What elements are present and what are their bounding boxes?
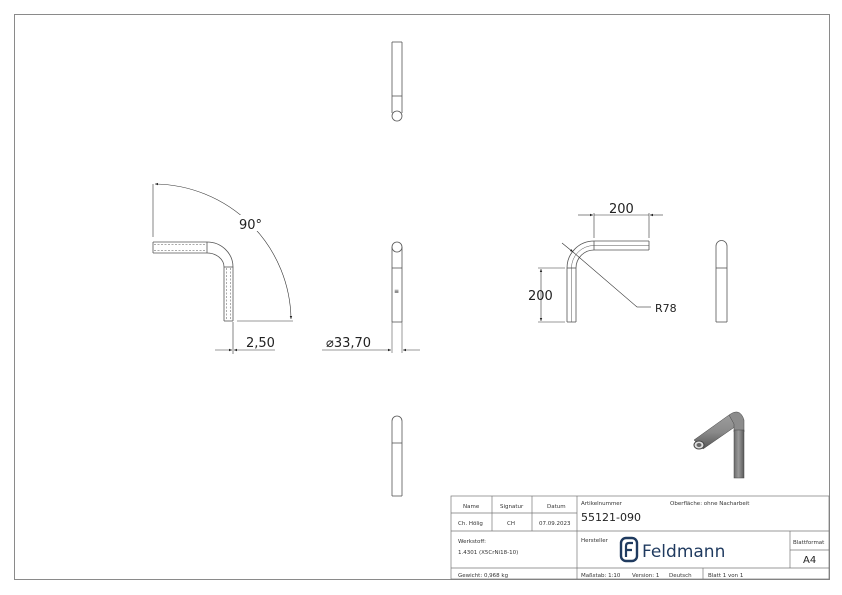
front-view-left	[152, 241, 234, 322]
diameter-label: ⌀33,70	[326, 336, 371, 351]
horizontal-length-label: 200	[609, 202, 634, 217]
signature-value: CH	[507, 521, 515, 527]
weight-text: Gewicht: 0,968 kg	[458, 573, 508, 579]
name-header: Name	[463, 504, 480, 510]
sheet-count-text: Blatt 1 von 1	[708, 573, 743, 579]
wall-thickness-dimension	[215, 322, 275, 354]
front-view-right	[566, 240, 650, 323]
side-view-right	[715, 240, 728, 323]
isometric-view	[693, 411, 745, 479]
date-header: Datum	[547, 504, 566, 510]
sheet-format-label: Blattformat	[793, 540, 825, 546]
wall-thickness-label: 2,50	[246, 336, 275, 351]
language-text: Deutsch	[669, 573, 692, 579]
bottom-view	[391, 415, 403, 497]
sheet-border	[14, 14, 830, 580]
name-value: Ch. Hölig	[458, 521, 483, 527]
title-block	[450, 495, 830, 580]
date-value: 07.09.2023	[539, 521, 571, 527]
angle-label: 90°	[239, 218, 262, 233]
side-view-center	[391, 241, 403, 353]
material-value: 1.4301 (X5CrNi18-10)	[458, 550, 518, 556]
angle-dimension	[152, 182, 293, 322]
brand-name: Feldmann	[642, 542, 725, 562]
center-marker: ≡	[394, 288, 399, 295]
right-view-dimensions	[538, 213, 663, 323]
article-number-label: Artikelnummer	[581, 501, 623, 507]
version-text: Version: 1	[632, 573, 659, 579]
logo-mark-icon	[619, 536, 639, 563]
radius-label: R78	[655, 302, 677, 315]
material-label: Werkstoff:	[458, 539, 486, 545]
angle-label-bg	[236, 215, 264, 231]
vertical-length-label: 200	[528, 289, 553, 304]
sheet-format-value: A4	[803, 555, 816, 566]
manufacturer-label: Hersteller	[581, 538, 609, 544]
top-view	[391, 41, 403, 122]
scale-text: Maßstab: 1:10	[581, 573, 621, 579]
surface-text: Oberfläche: ohne Nacharbeit	[670, 501, 750, 507]
article-number-value: 55121-090	[581, 511, 641, 524]
signature-header: Signatur	[500, 504, 524, 510]
feldmann-logo: Feldmann	[619, 536, 725, 563]
